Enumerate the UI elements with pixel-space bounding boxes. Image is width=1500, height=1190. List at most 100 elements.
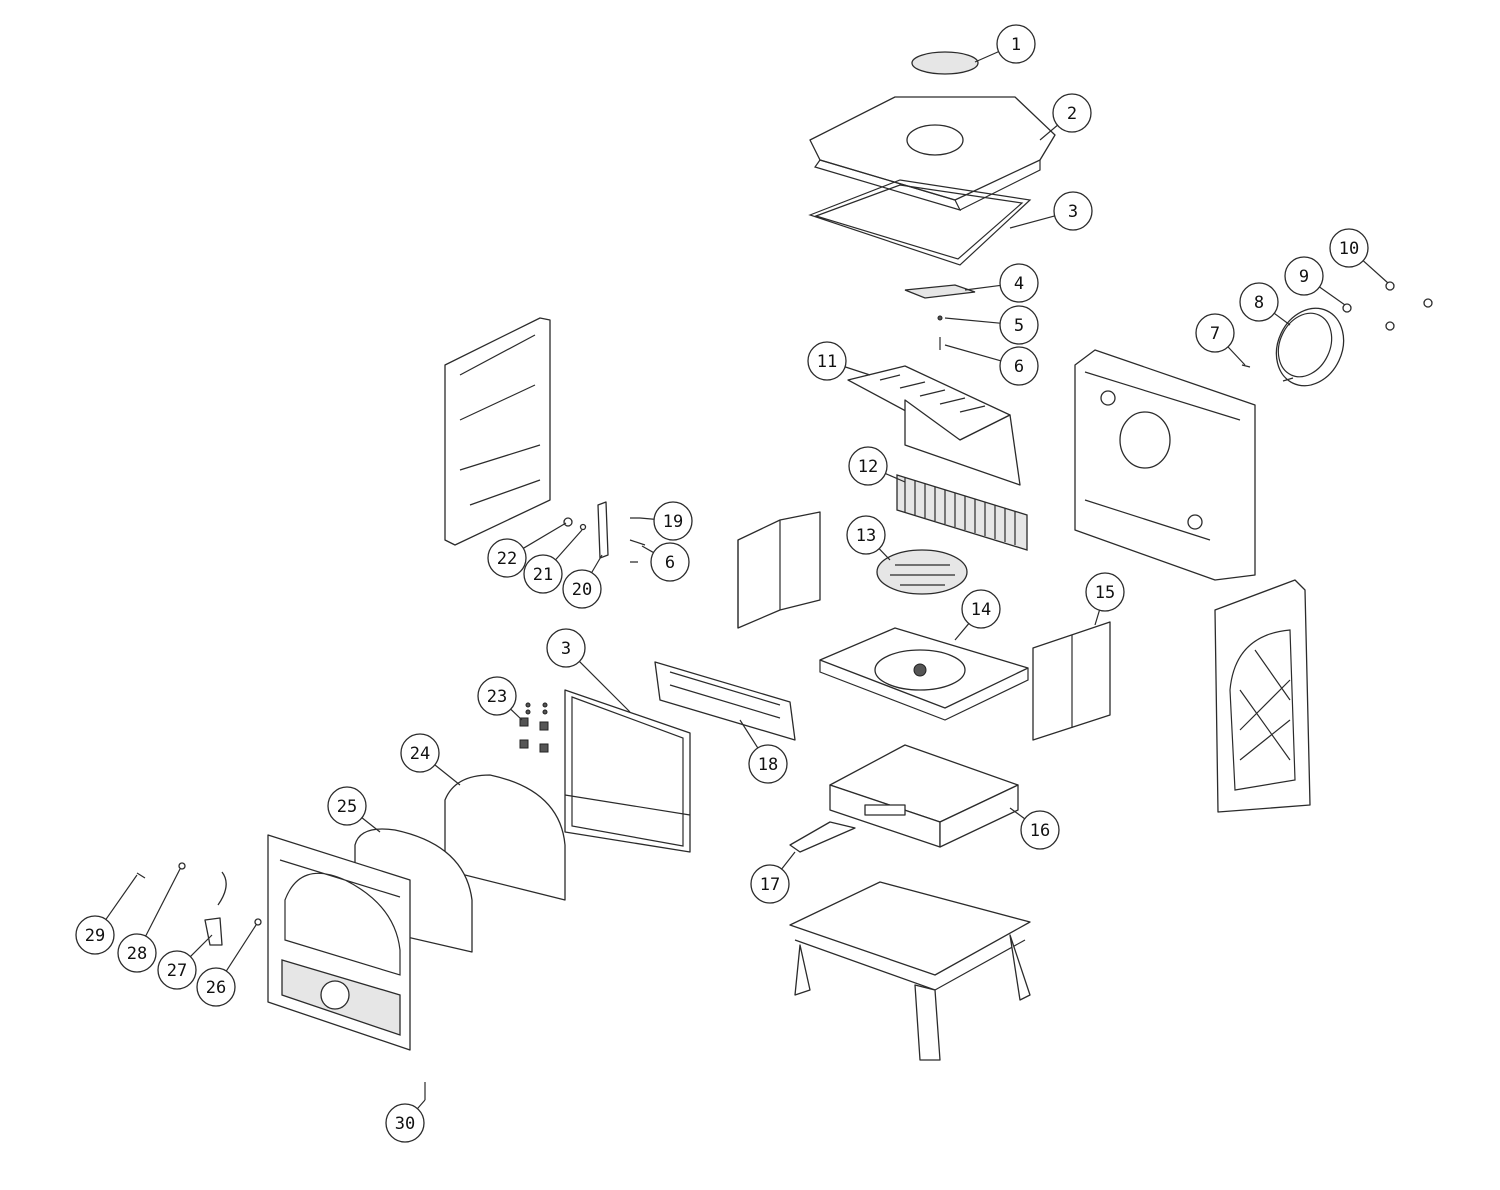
callout-13: 13: [846, 515, 891, 561]
leader-line: [579, 661, 631, 713]
leader-line: [591, 554, 603, 573]
callout-number: 29: [85, 926, 105, 946]
callout-number: 4: [1014, 274, 1024, 294]
callout-circle: [999, 263, 1039, 303]
callout-20: 20: [562, 554, 603, 609]
callout-circle: [1020, 810, 1060, 850]
callout-1: 1: [974, 24, 1036, 64]
leader-line: [844, 366, 871, 376]
callout-circle: [562, 569, 602, 609]
callout-circle: [487, 538, 527, 578]
part-washer: [937, 315, 943, 321]
callout-circle: [1053, 191, 1093, 231]
callout-number: 27: [167, 961, 187, 981]
leader-line: [1009, 215, 1055, 229]
part-nut: [1385, 321, 1395, 331]
callout-17: 17: [750, 851, 796, 904]
callout-3: 3: [546, 628, 631, 713]
leader-line: [417, 1099, 426, 1110]
part-washer-26: [254, 918, 262, 926]
callout-number: 8: [1254, 293, 1264, 313]
leader-line: [944, 317, 1001, 324]
callout-circle: [157, 950, 197, 990]
part-nut-9: [1342, 303, 1352, 313]
callout-circle: [996, 24, 1036, 64]
callout-number: 11: [817, 352, 837, 372]
callout-circle: [961, 589, 1001, 629]
part-hinge-bracket: [597, 501, 609, 559]
callout-circle: [1085, 572, 1125, 612]
callout-number: 2: [1067, 104, 1077, 124]
callout-number: 6: [1014, 357, 1024, 377]
callout-number: 19: [663, 512, 683, 532]
callout-6: 6: [641, 542, 690, 582]
callout-23: 23: [477, 676, 523, 721]
part-latch: [204, 871, 227, 946]
leader-line: [781, 851, 796, 870]
callout-circle: [477, 676, 517, 716]
leader-line: [878, 548, 891, 561]
part-side-bricks-left: [737, 511, 821, 629]
callout-19: 19: [639, 501, 693, 541]
callout-circle: [999, 346, 1039, 386]
callout-10: 10: [1329, 228, 1389, 284]
part-door-glass-detail: [564, 696, 691, 847]
leader-line: [434, 764, 461, 786]
callout-11: 11: [807, 341, 871, 381]
leader-line: [1319, 286, 1346, 306]
part-side-panel-left: [444, 317, 551, 546]
leader-line: [641, 545, 654, 554]
callout-15: 15: [1085, 572, 1125, 626]
callout-number: 28: [127, 944, 147, 964]
leader-line: [145, 868, 181, 937]
callout-number: 18: [758, 755, 778, 775]
part-door-glass: [564, 689, 691, 853]
callout-circle: [650, 542, 690, 582]
callout-3: 3: [1009, 191, 1093, 231]
leader-line: [944, 344, 1001, 362]
callout-12: 12: [848, 446, 906, 486]
callout-number: 12: [858, 457, 878, 477]
leader-line: [739, 719, 759, 749]
leader-line: [964, 284, 1001, 291]
leader-line: [225, 924, 257, 972]
callout-number: 20: [572, 580, 592, 600]
part-base: [789, 881, 1031, 1061]
callout-number: 15: [1095, 583, 1115, 603]
part-nut: [1423, 298, 1433, 308]
callout-number: 10: [1339, 239, 1359, 259]
callout-number: 6: [665, 553, 675, 573]
part-top-gasket: [808, 179, 1032, 266]
callout-number: 3: [561, 639, 571, 659]
leader-line: [190, 934, 213, 957]
callout-circle: [75, 915, 115, 955]
callout-circle: [327, 786, 367, 826]
callout-number: 14: [971, 600, 991, 620]
callout-number: 26: [206, 978, 226, 998]
callout-circle: [400, 733, 440, 773]
callout-4: 4: [964, 263, 1039, 303]
callout-8: 8: [1239, 282, 1291, 326]
callout-30: 30: [385, 1099, 426, 1143]
callout-number: 30: [395, 1114, 415, 1134]
callout-26: 26: [196, 924, 257, 1007]
part-grate: [876, 549, 968, 595]
callout-number: 24: [410, 744, 430, 764]
callout-circle: [196, 967, 236, 1007]
part-side-panel-right: [1214, 579, 1311, 813]
leader-line: [974, 51, 999, 63]
callout-2: 2: [1039, 93, 1092, 141]
callout-number: 21: [533, 565, 553, 585]
callout-circle: [653, 501, 693, 541]
part-ash-pan-tool: [789, 821, 856, 853]
callout-circle: [385, 1103, 425, 1143]
leader-line: [885, 472, 906, 483]
part-screw-7: [1241, 364, 1294, 382]
callout-5: 5: [944, 305, 1039, 345]
part-washer-21: [579, 523, 587, 531]
part-nut-10: [1385, 281, 1395, 291]
callout-29: 29: [75, 874, 138, 955]
callout-22: 22: [487, 522, 567, 578]
callout-circle: [546, 628, 586, 668]
